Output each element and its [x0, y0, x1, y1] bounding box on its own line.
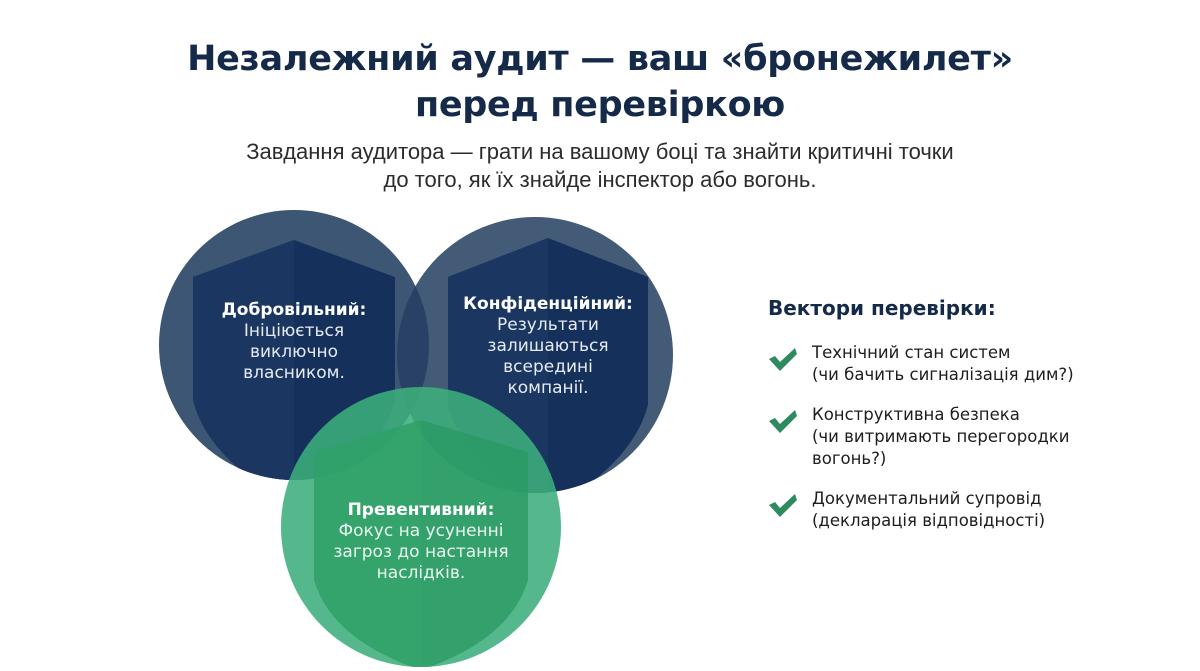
circle-voluntary-heading: Добровільний:: [221, 300, 367, 320]
title-line-1: Незалежний аудит — ваш «бронежилет»: [187, 39, 1013, 79]
inspection-vectors: Вектори перевірки: Технічний стан систем…: [768, 296, 1168, 550]
vector-item-text: Конструктивна безпека (чи витримають пер…: [812, 405, 1070, 468]
circle-confidential-body: Результати залишаються всередині компані…: [487, 315, 609, 398]
subtitle: Завдання аудитора — грати на вашому боці…: [0, 138, 1200, 194]
page-title: Незалежний аудит — ваш «бронежилет» пере…: [0, 36, 1200, 128]
subtitle-line-2: до того, як їх знайде інспектор або вого…: [383, 167, 817, 192]
shield-icon: [314, 420, 528, 667]
vector-item: Технічний стан систем (чи бачить сигналі…: [768, 342, 1168, 386]
circle-preventive-heading: Превентивний:: [347, 500, 495, 520]
circle-preventive: [281, 387, 561, 667]
subtitle-line-1: Завдання аудитора — грати на вашому боці…: [246, 139, 954, 164]
title-line-2: перед перевіркою: [414, 85, 786, 125]
circle-confidential-text: Конфіденційний: Результати залишаються в…: [448, 294, 648, 399]
circle-preventive-text: Превентивний: Фокус на усуненні загроз д…: [321, 500, 521, 584]
vector-item: Конструктивна безпека (чи витримають пер…: [768, 404, 1168, 470]
vectors-title: Вектори перевірки:: [768, 296, 996, 320]
check-icon: [769, 494, 797, 517]
vector-item-text: Технічний стан систем (чи бачить сигналі…: [812, 343, 1074, 384]
check-icon: [769, 410, 797, 433]
circle-voluntary-body: Ініціюється виключно власником.: [243, 321, 345, 383]
circle-preventive-body: Фокус на усуненні загроз до настання нас…: [333, 521, 509, 583]
vector-item: Документальний супровід (декларація відп…: [768, 488, 1168, 532]
circle-confidential-heading: Конфіденційний:: [463, 294, 633, 314]
check-icon: [769, 348, 797, 371]
vector-item-text: Документальний супровід (декларація відп…: [812, 489, 1046, 530]
circle-voluntary-text: Добровільний: Ініціюється виключно власн…: [194, 300, 394, 384]
